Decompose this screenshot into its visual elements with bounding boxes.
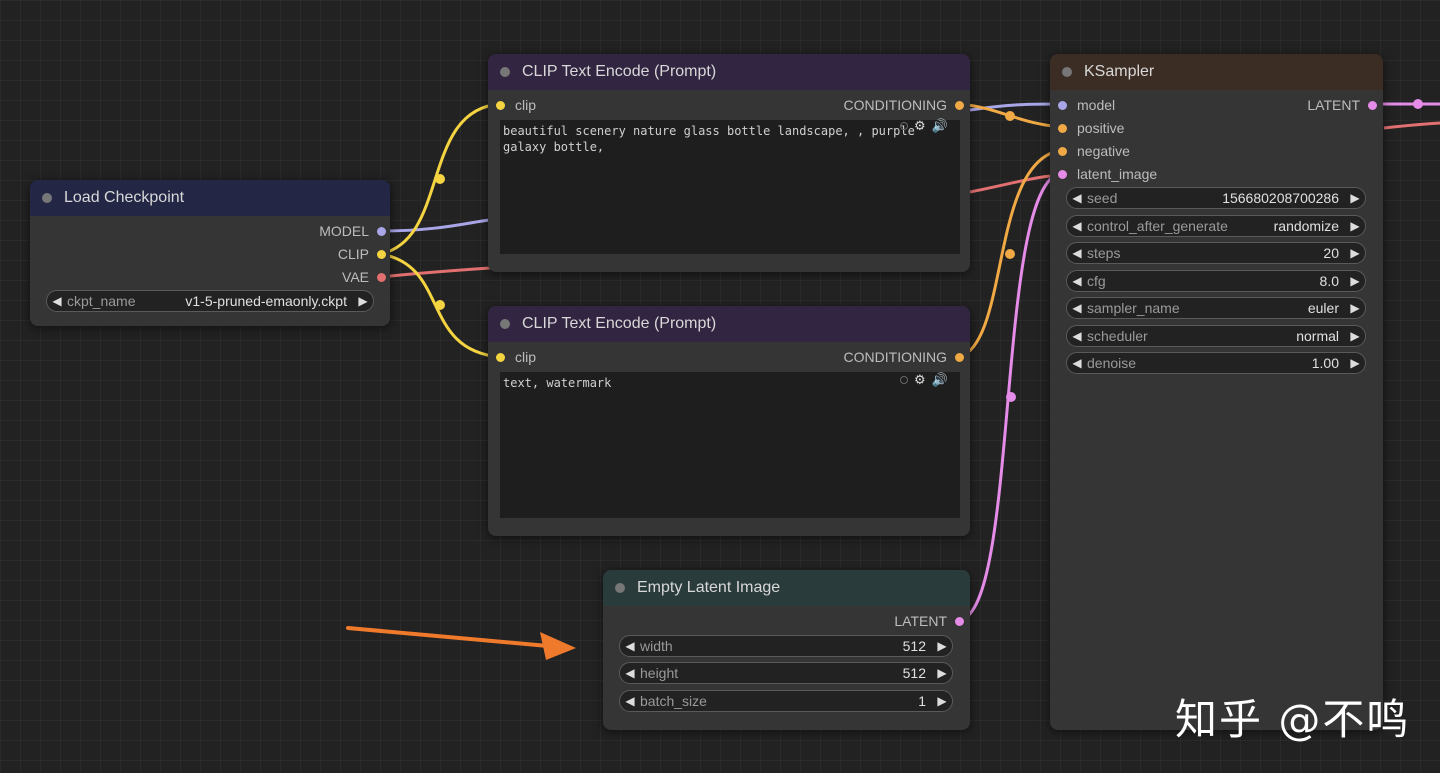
arrow-right-icon[interactable]: ▶ (1350, 274, 1360, 288)
output-pin-icon[interactable] (377, 272, 386, 282)
wire-latent (959, 171, 1063, 622)
annotation-arrow-icon (346, 626, 576, 660)
input-pin-icon[interactable] (1058, 123, 1067, 133)
output-pin-icon[interactable] (1368, 100, 1377, 110)
input-pin-icon[interactable] (496, 352, 505, 362)
output-pin-icon[interactable] (377, 226, 386, 236)
arrow-right-icon[interactable]: ▶ (1350, 356, 1360, 370)
watermark: 知乎 @不鸣 (1175, 695, 1411, 744)
node-load-checkpoint[interactable]: Load Checkpoint MODEL CLIP VAE ◀ ckpt_na… (30, 180, 390, 326)
output-conditioning[interactable]: CONDITIONING (844, 96, 964, 114)
gear-icon[interactable]: ⚙ (914, 118, 926, 133)
wire-clip-pos (379, 102, 501, 256)
widget-ckpt-name[interactable]: ◀ ckpt_name v1-5-pruned-emaonly.ckpt ▶ (46, 290, 374, 312)
arrow-left-icon[interactable]: ◀ (1072, 356, 1082, 370)
arrow-right-icon[interactable]: ▶ (937, 694, 947, 708)
arrow-left-icon[interactable]: ◀ (1072, 246, 1082, 260)
arrow-left-icon[interactable]: ◀ (1072, 274, 1082, 288)
collapse-dot-icon[interactable] (1062, 67, 1072, 77)
widget-seed[interactable]: ◀ seed 156680208700286 ▶ (1066, 187, 1366, 209)
wire-cond-neg (959, 148, 1063, 359)
node-title: Load Checkpoint (64, 189, 185, 206)
arrow-right-icon[interactable]: ▶ (937, 639, 947, 653)
arrow-left-icon[interactable]: ◀ (1072, 301, 1082, 315)
arrow-right-icon[interactable]: ▶ (1350, 301, 1360, 315)
output-pin-icon[interactable] (377, 249, 386, 259)
arrow-right-icon[interactable]: ▶ (1350, 219, 1360, 233)
node-header[interactable]: CLIP Text Encode (Prompt) (488, 306, 970, 342)
arrow-right-icon[interactable]: ▶ (1350, 329, 1360, 343)
arrow-left-icon[interactable]: ◀ (1072, 219, 1082, 233)
node-title: CLIP Text Encode (Prompt) (522, 63, 717, 80)
node-title: KSampler (1084, 63, 1155, 80)
arrow-left-icon[interactable]: ◀ (625, 666, 635, 680)
input-pin-icon[interactable] (1058, 169, 1067, 179)
node-title: CLIP Text Encode (Prompt) (522, 315, 717, 332)
widget-control-after-generate[interactable]: ◀ control_after_generate randomize ▶ (1066, 215, 1366, 237)
output-latent[interactable]: LATENT (1307, 96, 1377, 114)
widget-steps[interactable]: ◀ steps 20 ▶ (1066, 242, 1366, 264)
widget-cfg[interactable]: ◀ cfg 8.0 ▶ (1066, 270, 1366, 292)
output-latent[interactable]: LATENT (894, 612, 964, 630)
arrow-right-icon[interactable]: ▶ (1350, 246, 1360, 260)
arrow-left-icon[interactable]: ◀ (625, 694, 635, 708)
input-model[interactable]: model (1058, 96, 1115, 114)
widget-scheduler[interactable]: ◀ scheduler normal ▶ (1066, 325, 1366, 347)
arrow-left-icon[interactable]: ◀ (625, 639, 635, 653)
speaker-icon[interactable]: 🔊 (931, 372, 948, 387)
output-pin-icon[interactable] (955, 616, 964, 626)
output-clip[interactable]: CLIP (338, 245, 386, 263)
gear-icon[interactable]: ⚙ (914, 372, 926, 387)
node-clip-text-encode-negative[interactable]: CLIP Text Encode (Prompt) clip CONDITION… (488, 306, 970, 536)
node-ksampler[interactable]: KSampler model positive negative latent_… (1050, 54, 1383, 730)
widget-batch-size[interactable]: ◀ batch_size 1 ▶ (619, 690, 953, 712)
arrow-left-icon[interactable]: ◀ (1072, 191, 1082, 205)
arrow-right-icon[interactable]: ▶ (358, 294, 368, 308)
speaker-icon[interactable]: 🔊 (931, 118, 948, 133)
prompt-textarea[interactable]: text, watermark (500, 372, 960, 518)
input-negative[interactable]: negative (1058, 142, 1130, 160)
arrow-right-icon[interactable]: ▶ (1350, 191, 1360, 205)
output-model[interactable]: MODEL (319, 222, 386, 240)
wire-clip-neg (379, 252, 501, 359)
arrow-left-icon[interactable]: ◀ (52, 294, 62, 308)
input-clip[interactable]: clip (496, 96, 536, 114)
output-pin-icon[interactable] (955, 352, 964, 362)
input-pin-icon[interactable] (1058, 146, 1067, 156)
node-header[interactable]: CLIP Text Encode (Prompt) (488, 54, 970, 90)
input-clip[interactable]: clip (496, 348, 536, 366)
prompt-textarea[interactable]: beautiful scenery nature glass bottle la… (500, 120, 960, 254)
widget-width[interactable]: ◀ width 512 ▶ (619, 635, 953, 657)
collapse-dot-icon[interactable] (615, 583, 625, 593)
arrow-left-icon[interactable]: ◀ (1072, 329, 1082, 343)
input-positive[interactable]: positive (1058, 119, 1124, 137)
node-header[interactable]: KSampler (1050, 54, 1383, 90)
node-clip-text-encode-positive[interactable]: CLIP Text Encode (Prompt) clip CONDITION… (488, 54, 970, 272)
node-header[interactable]: Empty Latent Image (603, 570, 970, 606)
node-header[interactable]: Load Checkpoint (30, 180, 390, 216)
node-title: Empty Latent Image (637, 579, 781, 596)
output-pin-icon[interactable] (955, 100, 964, 110)
widget-denoise[interactable]: ◀ denoise 1.00 ▶ (1066, 352, 1366, 374)
collapse-dot-icon[interactable] (42, 193, 52, 203)
collapse-dot-icon[interactable] (500, 319, 510, 329)
wire-cond-pos (959, 102, 1063, 129)
output-vae[interactable]: VAE (342, 268, 386, 286)
collapse-dot-icon[interactable] (500, 67, 510, 77)
input-pin-icon[interactable] (1058, 100, 1067, 110)
node-empty-latent-image[interactable]: Empty Latent Image LATENT ◀ width 512 ▶ … (603, 570, 970, 730)
arrow-right-icon[interactable]: ▶ (937, 666, 947, 680)
status-dot-icon (900, 376, 908, 384)
widget-sampler-name[interactable]: ◀ sampler_name euler ▶ (1066, 297, 1366, 319)
input-latent-image[interactable]: latent_image (1058, 165, 1157, 183)
status-dot-icon (900, 122, 908, 130)
widget-height[interactable]: ◀ height 512 ▶ (619, 662, 953, 684)
input-pin-icon[interactable] (496, 100, 505, 110)
output-conditioning[interactable]: CONDITIONING (844, 348, 964, 366)
